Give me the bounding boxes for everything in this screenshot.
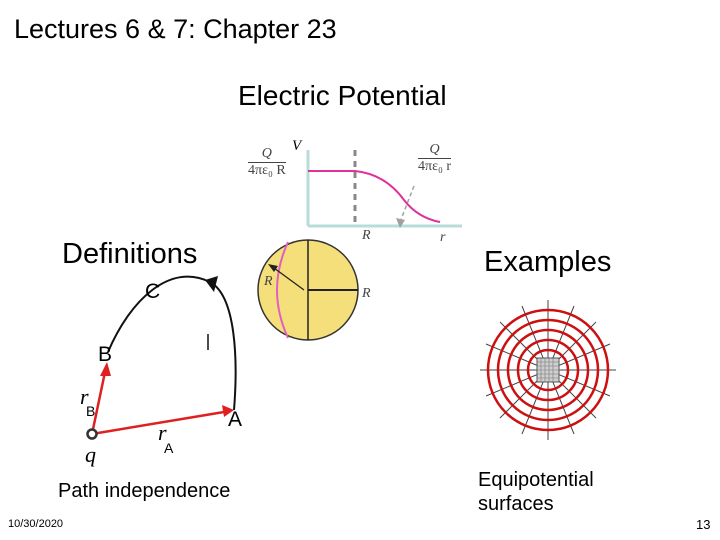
slide-subtitle: Electric Potential bbox=[238, 80, 447, 111]
path-arrow-head bbox=[205, 276, 218, 292]
path-figure bbox=[86, 275, 237, 440]
graph-falling-curve bbox=[354, 170, 441, 223]
charge-point bbox=[86, 428, 98, 440]
charged-sphere bbox=[257, 239, 359, 341]
sphere-radius-arrow bbox=[273, 267, 305, 291]
path-independence-caption: Path independence bbox=[58, 480, 231, 502]
vector-ra bbox=[91, 410, 225, 436]
page-number: 13 bbox=[696, 517, 711, 532]
graph-right-pointer-head bbox=[396, 218, 405, 228]
vector-rb bbox=[90, 371, 107, 435]
left-potential-fraction: Q 4πε₀ R bbox=[248, 146, 286, 179]
slide-title: Lectures 6 & 7: Chapter 23 bbox=[14, 14, 337, 44]
sphere-radius-arrow-head bbox=[268, 264, 278, 272]
examples-heading: Examples bbox=[484, 246, 612, 278]
point-b-label: B bbox=[98, 343, 113, 366]
left-fraction-bar bbox=[248, 162, 286, 163]
path-curve bbox=[107, 275, 237, 411]
graph-r-tick: R bbox=[362, 228, 371, 243]
equipotential-figure bbox=[480, 300, 616, 440]
potential-graph bbox=[306, 150, 462, 228]
point-c-label: C bbox=[145, 280, 161, 303]
vector-rb-head bbox=[100, 362, 111, 376]
definitions-heading: Definitions bbox=[62, 238, 198, 270]
rb-subscript: B bbox=[86, 403, 96, 419]
ra-vector-label: r bbox=[158, 420, 167, 445]
sphere-pink-arc bbox=[276, 241, 289, 339]
vector-ra-head bbox=[222, 405, 234, 417]
sphere-radius-label-inner: R bbox=[264, 274, 273, 289]
rb-vector-label: r bbox=[80, 384, 89, 409]
sphere-radius-label-outer: R bbox=[362, 286, 371, 301]
graph-x-label: r bbox=[440, 230, 446, 245]
slide-date: 10/30/2020 bbox=[8, 518, 64, 530]
right-potential-fraction: Q 4πε₀ r bbox=[418, 142, 451, 175]
graph-y-label: V bbox=[292, 138, 302, 154]
right-fraction-numerator: Q bbox=[429, 142, 440, 157]
central-charge-hatch bbox=[537, 358, 559, 382]
right-fraction-denominator: 4πε₀ r bbox=[418, 159, 451, 174]
left-fraction-numerator: Q bbox=[261, 146, 272, 161]
charge-label: q bbox=[85, 442, 96, 467]
right-fraction-bar bbox=[418, 158, 451, 159]
ra-subscript: A bbox=[164, 440, 174, 456]
point-a-label: A bbox=[228, 408, 243, 431]
left-fraction-denominator: 4πε₀ R bbox=[248, 163, 286, 178]
equipotential-rings bbox=[486, 308, 610, 432]
equipotential-caption: Equipotential surfaces bbox=[478, 469, 594, 515]
